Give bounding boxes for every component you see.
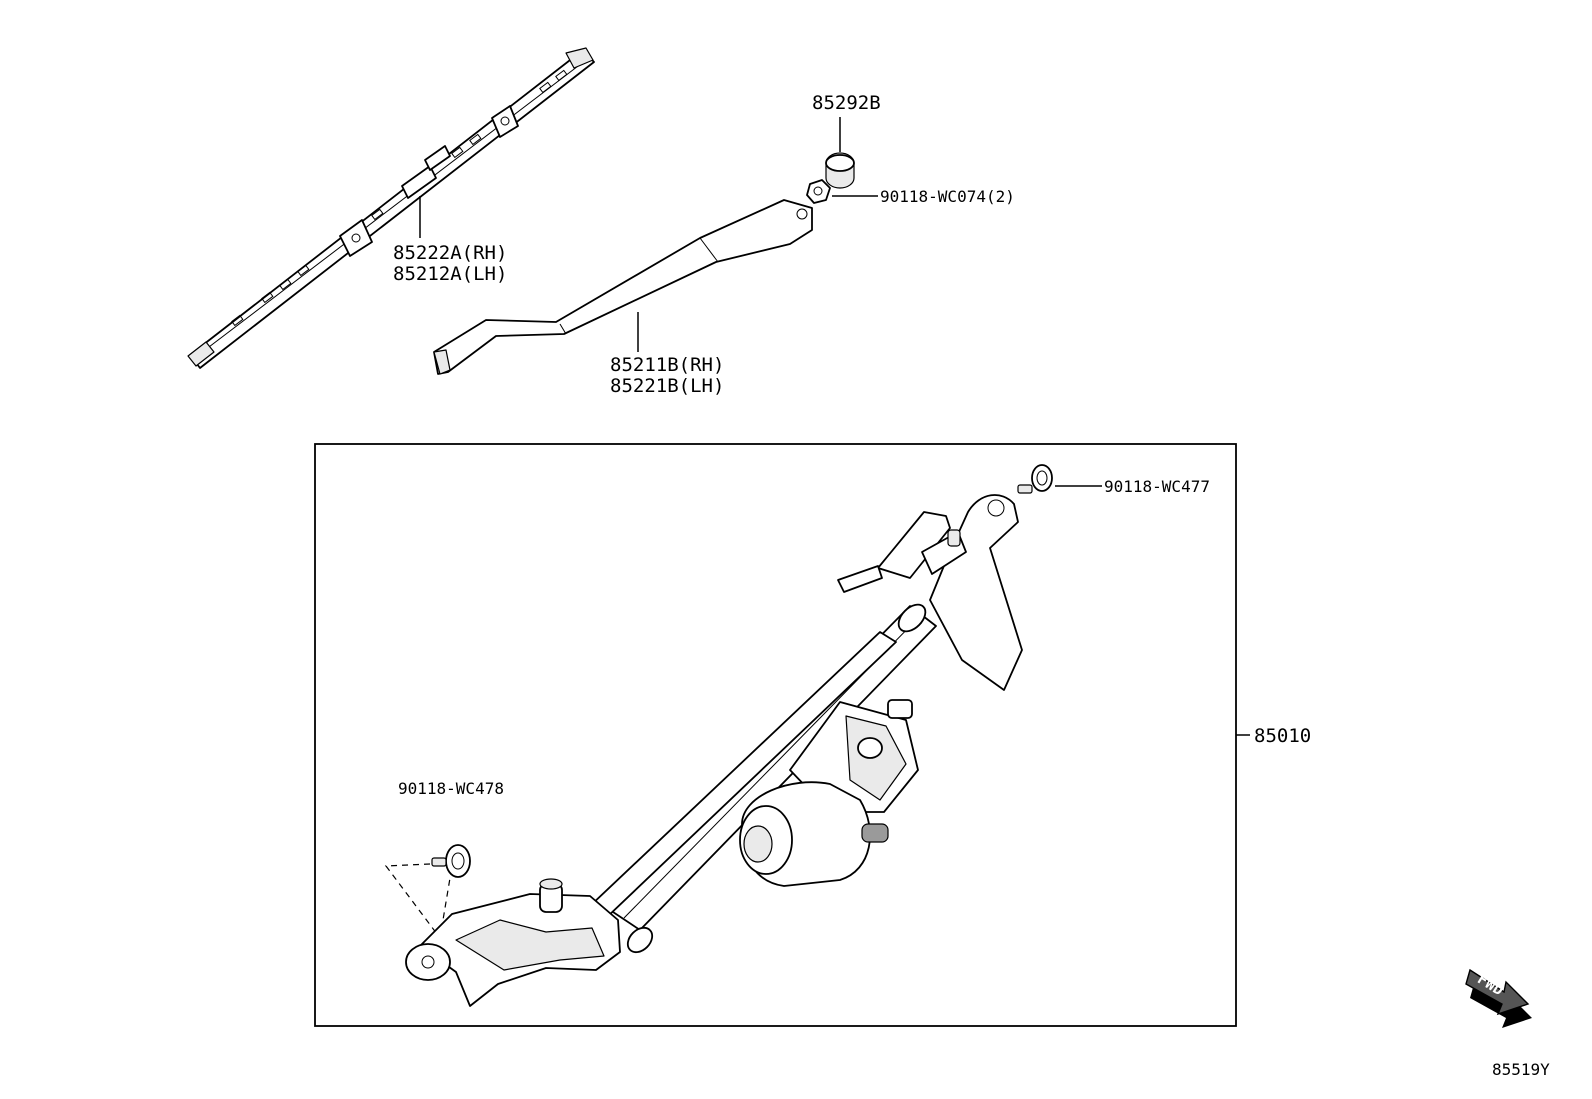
wiper-arm-nut[interactable] bbox=[806, 179, 831, 204]
label-arm-nut: 90118-WC074(2) bbox=[880, 187, 1015, 206]
label-blade-rh: 85222A(RH) bbox=[393, 242, 507, 264]
fwd-direction-arrow-icon: FWD bbox=[1465, 968, 1532, 1028]
label-arm-rh: 85211B(RH) bbox=[610, 354, 724, 376]
label-lower-bolt: 90118-WC478 bbox=[398, 779, 504, 798]
wiper-arm[interactable] bbox=[433, 199, 813, 375]
label-upper-bolt: 90118-WC477 bbox=[1104, 477, 1210, 496]
wiper-blade[interactable] bbox=[187, 47, 595, 369]
wiper-link-motor-assembly[interactable] bbox=[405, 494, 1023, 1007]
label-link-assembly: 85010 bbox=[1254, 725, 1311, 747]
figure-code: 85519Y bbox=[1492, 1060, 1550, 1079]
wiper-arm-cap[interactable] bbox=[825, 152, 855, 189]
label-arm-lh: 85221B(LH) bbox=[610, 375, 724, 397]
lower-bolt[interactable] bbox=[431, 844, 471, 878]
label-cap: 85292B bbox=[812, 92, 881, 114]
label-blade-lh: 85212A(LH) bbox=[393, 263, 507, 285]
upper-bolt[interactable] bbox=[1017, 464, 1053, 494]
lower-bolt-dashed-guide bbox=[384, 863, 451, 940]
